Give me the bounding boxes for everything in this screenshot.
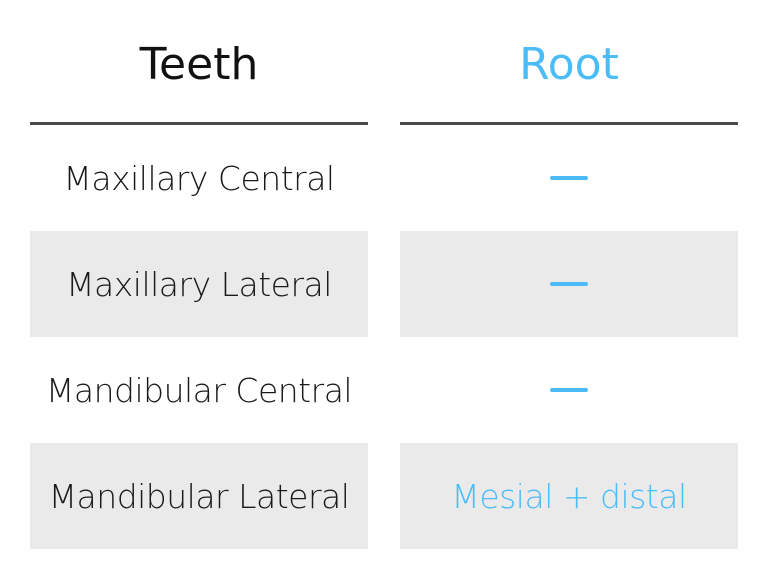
teeth-header-divider (30, 122, 368, 125)
teeth-cell-mandibular-central: Mandibular Central (45, 370, 353, 410)
root-cell-maxillary-central (400, 125, 738, 231)
root-header: Root (519, 38, 619, 90)
root-cell-mandibular-central (400, 337, 738, 443)
teeth-cell-maxillary-central: Maxillary Central (63, 158, 335, 198)
teeth-column: Teeth Maxillary Central Maxillary Latera… (30, 0, 368, 549)
root-cell-maxillary-lateral (400, 231, 738, 337)
dash-icon (550, 176, 588, 180)
root-column: Root Mesial + distal (400, 0, 738, 549)
root-cell-mandibular-lateral: Mesial + distal (400, 443, 738, 549)
dash-icon (550, 282, 588, 286)
teeth-cell-mandibular-lateral: Mandibular Lateral (30, 443, 368, 549)
dash-icon (550, 388, 588, 392)
teeth-header: Teeth (139, 38, 259, 90)
root-header-divider (400, 122, 738, 125)
teeth-cell-maxillary-lateral: Maxillary Lateral (30, 231, 368, 337)
